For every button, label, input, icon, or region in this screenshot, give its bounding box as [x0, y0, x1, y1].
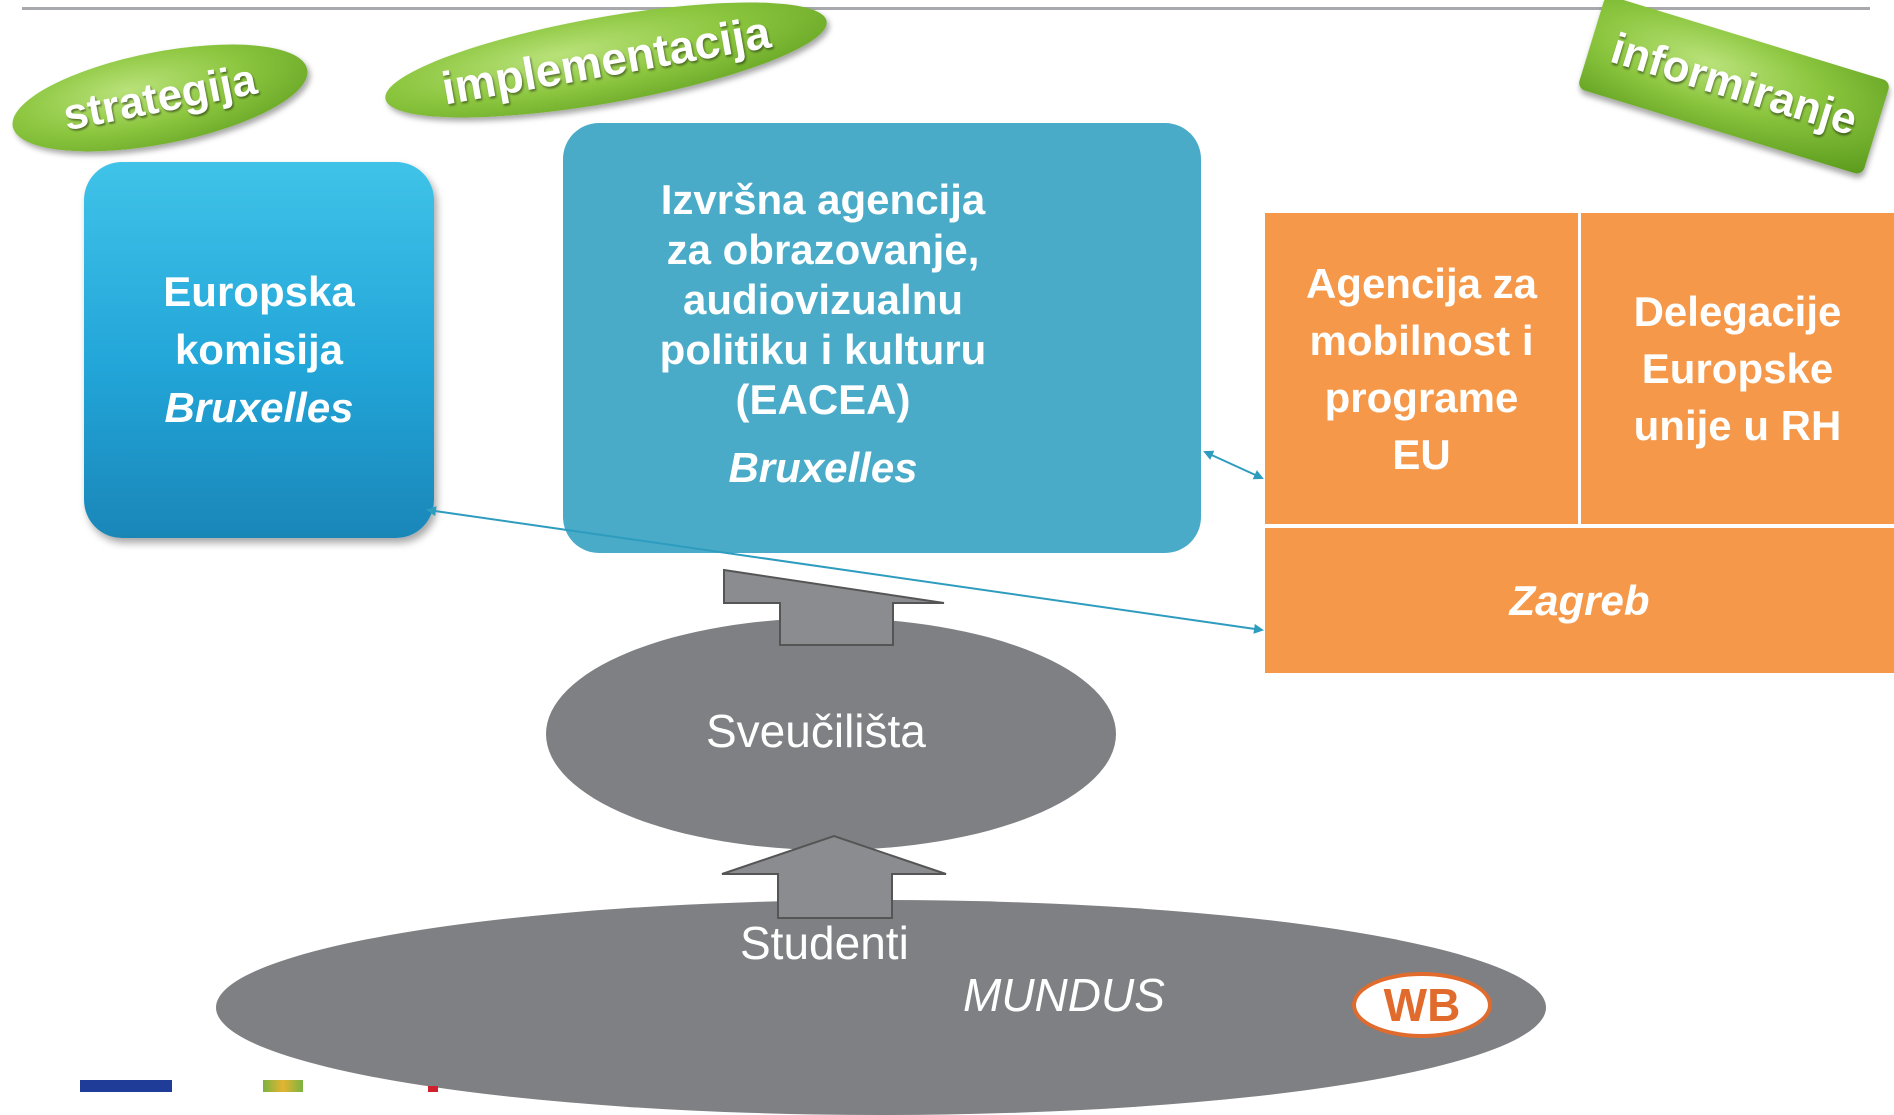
eacea-line-5: (EACEA) [735, 376, 911, 423]
eacea-box: Izvršna agencija za obrazovanje, audiovi… [563, 123, 1201, 553]
agencija-box: Agencija za mobilnost i programe EU [1265, 213, 1578, 524]
eacea-line-2: za obrazovanje, [666, 226, 980, 273]
eacea-line-4: politiku i kulturu [659, 326, 987, 373]
zagreb-label: Zagreb [1509, 577, 1650, 624]
agencija-line-4: EU [1392, 430, 1451, 478]
arrow-up-to-sveucilista-icon [721, 834, 947, 919]
eu-flag-icon [80, 1080, 172, 1092]
delegacije-line-1: Delegacije [1633, 288, 1842, 335]
arrow-up-to-eacea-icon [723, 568, 945, 646]
sveucilista-label: Sveučilišta [706, 705, 926, 757]
ek-line-1: Europska [163, 268, 355, 315]
connector-eacea-agencija [1203, 450, 1264, 480]
zagreb-box: Zagreb [1265, 528, 1894, 673]
wb-logo: WB [1352, 972, 1492, 1038]
eacea-line-1: Izvršna agencija [660, 176, 986, 223]
sveucilista-ellipse [546, 618, 1116, 850]
eacea-line-3: audiovizualnu [682, 276, 963, 323]
partner-logo-icon [263, 1080, 303, 1092]
agencija-line-3: programe [1324, 373, 1519, 421]
top-divider [22, 7, 1870, 10]
partner-logo-red-icon [428, 1086, 438, 1092]
delegacije-line-2: Europske [1641, 345, 1834, 392]
connector-ek-zagreb [426, 506, 1264, 634]
delegacije-line-3: unije u RH [1633, 402, 1842, 449]
agencija-line-1: Agencija za [1305, 259, 1538, 307]
eacea-city: Bruxelles [728, 444, 918, 491]
studenti-ellipse [216, 900, 1546, 1115]
agencija-line-2: mobilnost i [1309, 316, 1534, 364]
studenti-label: Studenti [740, 917, 909, 969]
europska-komisija-box: Europska komisija Bruxelles [84, 162, 434, 538]
eacea-name: Izvršna agencija za obrazovanje, audiovi… [603, 175, 1043, 425]
mundus-label: MUNDUS [963, 969, 1165, 1021]
ek-city: Bruxelles [164, 384, 354, 431]
ek-line-2: komisija [174, 326, 344, 373]
connectors-overlay [426, 450, 1264, 919]
delegacije-box: Delegacije Europske unije u RH [1581, 213, 1894, 524]
